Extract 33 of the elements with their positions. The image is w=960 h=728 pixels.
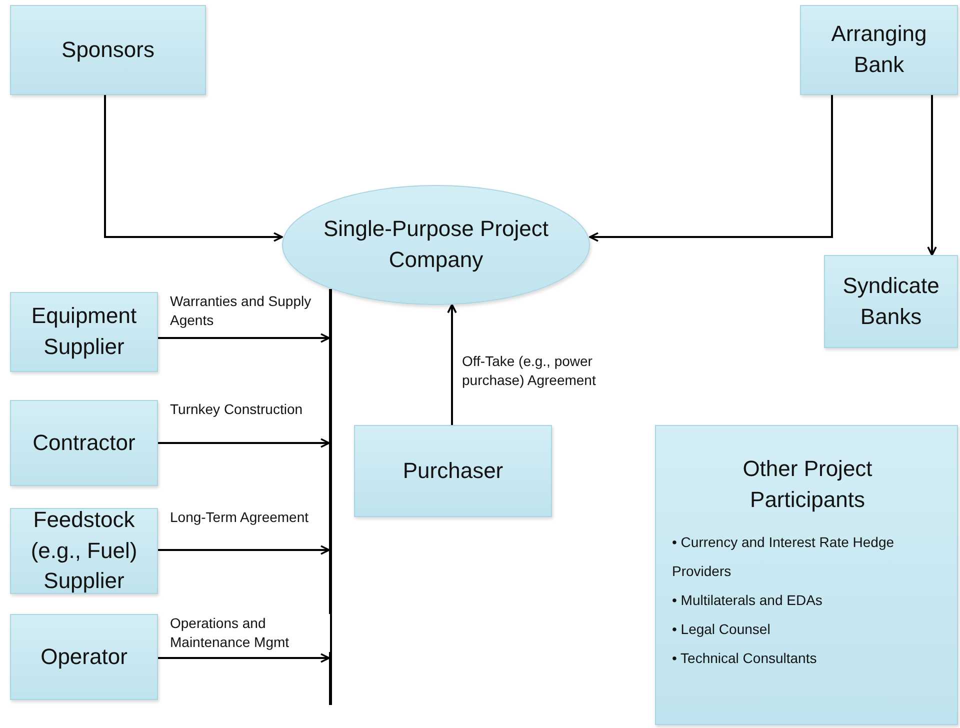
participants-panel [655,425,958,725]
bus-line [329,289,332,705]
node-label: Operator [40,642,128,671]
party-box [824,255,958,348]
arrow [104,95,283,242]
node-label: Feedstock (e.g., Fuel) Supplier [30,506,138,596]
arrow [589,95,833,242]
node-label: Equipment Supplier [30,302,138,361]
bullet-item: • Multilaterals and EDAs [672,590,824,610]
party-box [10,614,158,700]
party-box [10,508,158,594]
bullet-item: • Legal Counsel [672,620,772,639]
node-label: Sponsors [62,36,154,64]
bullet-item: • Technical Consultants [672,648,818,668]
party-box [10,292,158,372]
party-box [800,5,958,95]
node-label: Contractor [32,428,136,457]
arrow [158,545,330,555]
arrow [158,333,330,343]
party-box [10,5,206,95]
node-label: Arranging Bank [830,20,928,79]
panel-heading: Other Project Participants [742,455,874,514]
arrow [158,438,330,448]
arrow [447,304,457,425]
arrow [927,95,937,256]
node-label: Single-Purpose Project Company [322,215,550,274]
node-label: Purchaser [402,456,504,485]
bullet-item: • Currency and Interest Rate Hedge Providers [672,532,896,581]
party-box [10,400,158,486]
edge-label: Operations and Maintenance Mgmt [170,614,330,652]
party-box [354,425,552,517]
arrow [158,653,330,663]
node-label: Syndicate Banks [842,272,940,330]
